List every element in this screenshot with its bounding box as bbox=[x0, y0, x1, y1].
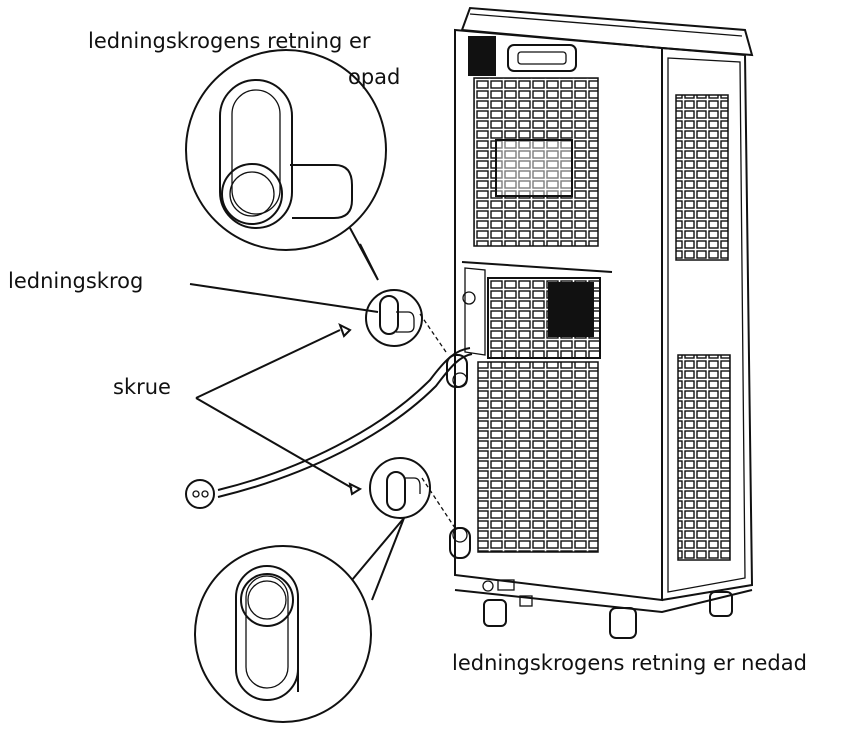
hook-up-label-line1: ledningskrogens retning er bbox=[88, 28, 371, 54]
leader-lines bbox=[190, 284, 378, 488]
cord-hook-up-icon bbox=[366, 290, 446, 352]
cord-hook-label: ledningskrog bbox=[8, 268, 143, 294]
screw-label: skrue bbox=[113, 374, 171, 400]
air-conditioner-icon bbox=[447, 8, 752, 638]
hook-down-label: ledningskrogens retning er nedad bbox=[452, 650, 807, 676]
cord-hook-down-icon bbox=[370, 458, 455, 528]
screw-icon bbox=[340, 325, 360, 494]
hook-down-magnifier bbox=[195, 518, 404, 722]
hook-up-label-line2: opad bbox=[348, 64, 400, 90]
